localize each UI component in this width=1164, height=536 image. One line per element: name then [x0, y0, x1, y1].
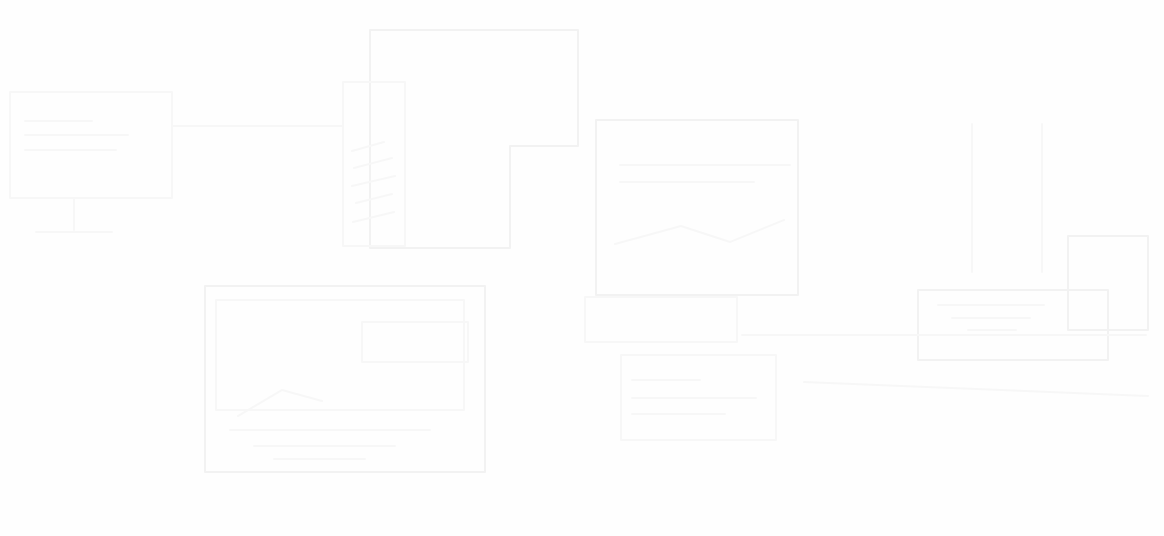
- center-left-document-group: [171, 29, 579, 249]
- tall-document-back: [369, 29, 579, 249]
- tablet-inner-card: [361, 321, 469, 363]
- laptop-keyboard-outline: [584, 296, 738, 343]
- right-base-plate: [917, 289, 1109, 361]
- tablet-outline: [204, 285, 486, 473]
- right-stand-group: [741, 123, 1149, 397]
- tablet-group: [204, 285, 486, 473]
- center-laptop-group: [584, 119, 799, 441]
- left-monitor-outline: [9, 91, 173, 199]
- right-floor-line: [741, 334, 1149, 397]
- left-monitor-stand: [35, 197, 113, 233]
- laptop-screen-outline: [595, 119, 799, 296]
- laptop-base-marks: [631, 379, 757, 415]
- tablet-base-lines: [229, 429, 431, 460]
- document-diagonal-marks: [351, 141, 396, 223]
- tablet-screen: [215, 299, 465, 411]
- right-stand-pole: [971, 123, 1043, 273]
- laptop-lower-lines: [620, 354, 777, 441]
- left-device-group: [9, 91, 173, 233]
- left-monitor-screen-lines: [24, 120, 129, 151]
- tablet-diagonal: [237, 389, 323, 417]
- tall-document-front: [342, 81, 406, 247]
- laptop-screen-content: [614, 164, 791, 245]
- right-small-panel: [1067, 235, 1149, 331]
- right-hatching: [937, 304, 1045, 331]
